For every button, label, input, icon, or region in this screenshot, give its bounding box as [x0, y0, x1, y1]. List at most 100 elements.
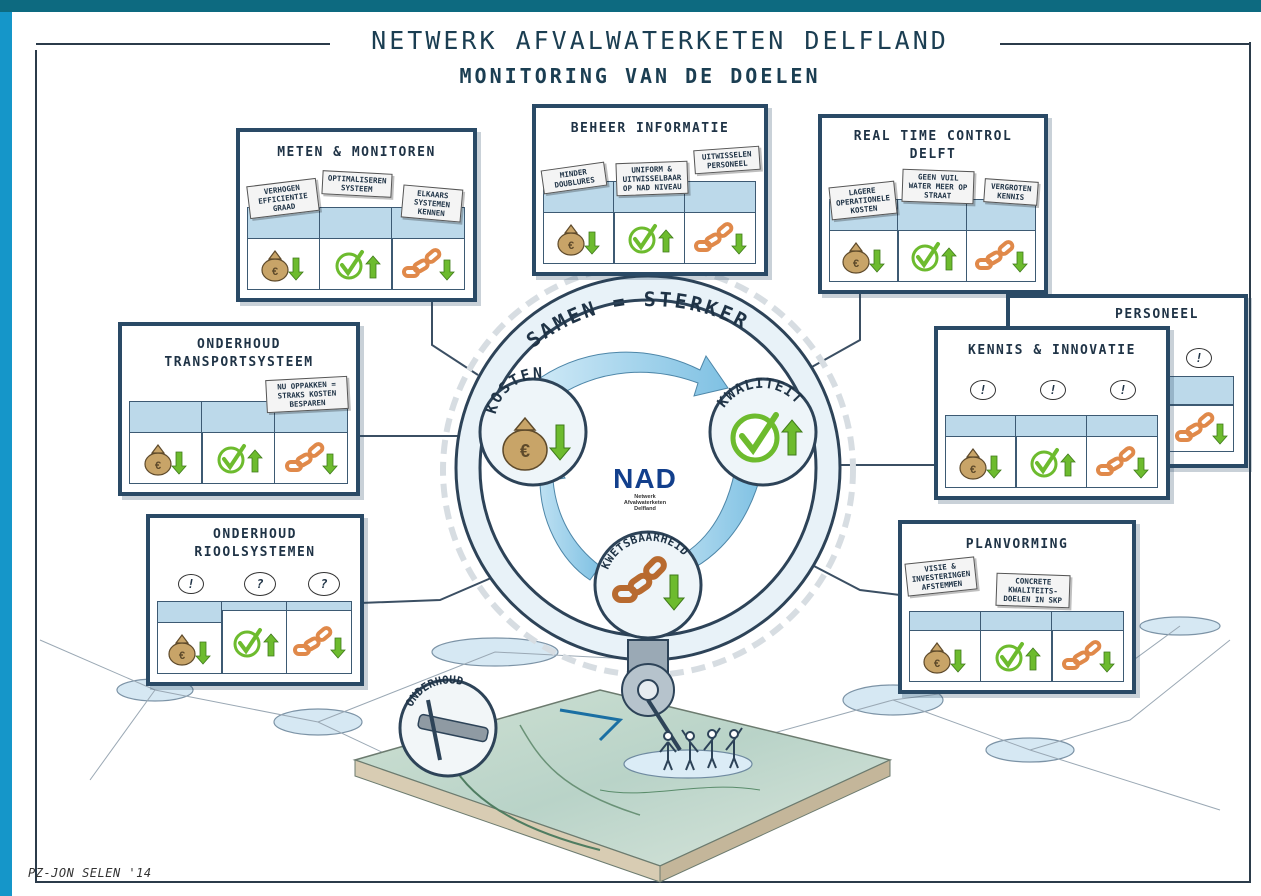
svg-text:€: € — [568, 240, 574, 252]
money-bag-icon: € — [958, 448, 1002, 480]
broken-chain-icon — [402, 248, 455, 281]
icon-slot-vulnerability — [685, 213, 755, 263]
icon-slot-quality — [981, 631, 1052, 681]
icon-slot-vulnerability — [1168, 404, 1234, 452]
arrow-down-icon — [985, 455, 1002, 479]
sticky-note: UITWISSELEN PERSONEEL — [693, 145, 761, 175]
question-bubble: ? — [244, 572, 276, 596]
grid-col-quality — [318, 207, 393, 290]
arrow-up-icon — [1060, 453, 1077, 477]
panel-grid: € — [908, 611, 1124, 682]
grid-col-quality — [201, 401, 276, 484]
grid-col-costs: € — [944, 415, 1017, 488]
icon-slot-costs: € — [946, 437, 1016, 487]
icon-slot-costs: € — [158, 623, 222, 673]
nad-logo: NAD Netwerk Afvalwaterketen Delfland — [602, 464, 688, 513]
broken-chain-icon — [1061, 640, 1115, 673]
arrow-down-icon — [322, 453, 338, 475]
arrow-down-icon — [170, 451, 187, 475]
arrow-up-icon — [1025, 647, 1042, 671]
check-icon — [995, 642, 1042, 672]
arrow-up-icon — [941, 247, 958, 271]
border-line — [35, 42, 1251, 883]
icon-slot-quality — [898, 231, 966, 281]
arrow-down-icon — [194, 641, 211, 665]
grid-col-costs: € — [128, 401, 203, 484]
icon-slot-quality — [614, 213, 684, 263]
panel-title-line-2: TRANSPORTSYSTEEM — [164, 355, 314, 370]
arrow-down-icon — [1133, 457, 1149, 479]
icon-slot-costs: € — [910, 631, 981, 681]
grid-col-vulnerability — [1051, 611, 1124, 682]
costs-label-text: KOSTEN — [482, 364, 542, 416]
icon-slot-quality — [222, 611, 286, 673]
grid-col-quality — [897, 199, 968, 282]
sticky-note: NU OPPAKKEN = STRAKS KOSTEN BESPAREN — [265, 375, 349, 414]
grid-col-costs: € — [156, 601, 223, 674]
icon-slot-quality — [1016, 437, 1086, 487]
icon-slot-costs: € — [544, 213, 614, 263]
money-bag-icon: € — [167, 634, 211, 666]
maintenance-badge — [398, 678, 498, 778]
grid-col-vulnerability — [273, 401, 349, 484]
panel-onderhoud-rioolsystemen: ONDERHOUD RIOOLSYSTEMEN ! ? ? € — [146, 514, 364, 686]
svg-text:€: € — [520, 441, 530, 461]
icon-slot-quality — [320, 239, 392, 289]
panel-meten-monitoren: METEN & MONITOREN € VERHOGEN EFFICIENTIE… — [236, 128, 477, 302]
check-icon — [911, 242, 958, 272]
ring-label-text: SAMEN = STERKER — [522, 287, 751, 352]
money-bag-icon: € — [556, 224, 600, 256]
question-bubble: ? — [308, 572, 340, 596]
check-icon — [233, 628, 280, 658]
icon-slot-costs: € — [830, 231, 898, 281]
costs-label: KOSTEN — [482, 364, 544, 416]
grid-col-quality — [221, 601, 288, 674]
grid-col-vulnerability — [683, 181, 757, 264]
icon-slot-vulnerability — [1087, 437, 1157, 487]
panel-title: ONDERHOUD — [197, 337, 281, 352]
panel-title: REAL TIME CONTROL — [853, 129, 1013, 144]
grid-col-costs: € — [908, 611, 982, 682]
panel-title-line-2: DELFT — [909, 147, 957, 162]
sticky-note: ELKAARS SYSTEMEN KENNEN — [400, 184, 464, 223]
center-icons: € — [502, 412, 804, 611]
poster-title: NETWERK AFVALWATERKETEN DELFLAND — [371, 26, 949, 55]
people-figures — [659, 727, 743, 771]
arrow-down-icon — [288, 257, 305, 281]
grid-band — [1168, 376, 1234, 406]
icon-slot-costs: € — [130, 433, 202, 483]
sticky-note: OPTIMALISEREN SYSTEEM — [321, 170, 393, 198]
maintenance-label-text: ONDERHOUD — [403, 673, 465, 709]
icon-slot-vulnerability — [287, 611, 351, 673]
panel-grid: € — [944, 415, 1159, 488]
panel-grid: € — [828, 199, 1037, 282]
panel-title: KENNIS & INNOVATIE — [968, 343, 1136, 358]
gear-connector — [621, 639, 682, 752]
arrow-down-icon — [950, 649, 966, 673]
arrow-down-icon — [439, 259, 455, 281]
panel-planvorming: PLANVORMING € VISIE & INVESTERINGEN AFST… — [898, 520, 1136, 694]
arrow-down-icon — [868, 249, 885, 273]
sticky-note: UNIFORM & UITWISSELBAAR OP NAD NIVEAU — [615, 160, 689, 197]
nad-logo-line-1: Netwerk — [634, 494, 656, 500]
nad-logo-line-3: Delfland — [634, 506, 656, 512]
money-bag-icon: € — [261, 250, 305, 282]
panel-kennis-innovatie: KENNIS & INNOVATIE ! ! ! € — [934, 326, 1170, 500]
sticky-note: VISIE & INVESTERINGEN AFSTEMMEN — [904, 556, 978, 597]
sticky-note: CONCRETE KWALITEITS-DOELEN IN SKP — [995, 572, 1071, 609]
svg-text:€: € — [934, 658, 940, 670]
ring-label: SAMEN = STERKER — [522, 287, 754, 352]
panel-title: PERSONEEL — [1115, 307, 1199, 322]
panel-grid: € — [128, 401, 349, 484]
grid-col-costs: € — [828, 199, 899, 282]
exclamation-bubble: ! — [1040, 380, 1066, 400]
sticky-note: GEEN VUIL WATER MEER OP STRAAT — [901, 168, 975, 205]
panel-grid: € — [156, 601, 353, 674]
exclamation-bubble: ! — [178, 574, 204, 594]
arrow-down-icon — [1012, 251, 1028, 273]
svg-text:€: € — [853, 258, 859, 270]
icon-slot-vulnerability — [275, 433, 347, 483]
panel-title: ONDERHOUD — [213, 527, 297, 542]
